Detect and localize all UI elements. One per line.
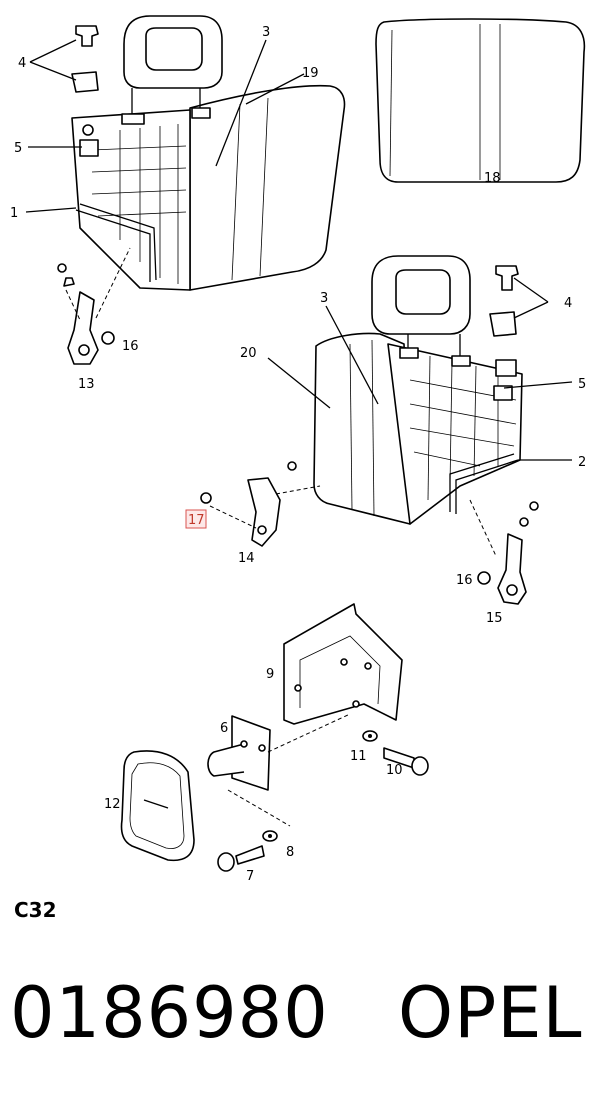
mounting-bracket-9: [283, 603, 403, 725]
callout-14: 14: [238, 551, 255, 566]
callout-18: 18: [484, 171, 501, 186]
callout-4a: 4: [18, 56, 26, 71]
brand-name: OPEL: [398, 972, 583, 1054]
cover-plate-12: [120, 750, 195, 862]
reference-code: C32: [14, 898, 57, 922]
parts-diagram: 1 2 3 3 4 4 5 5 6 7 8 9 10 11 12 13 14 1…: [10, 15, 586, 884]
callout-3a: 3: [262, 25, 270, 40]
callout-9: 9: [266, 667, 274, 682]
loose-cushion-18: [375, 18, 586, 183]
callout-17-highlight: [185, 509, 207, 529]
callout-12: 12: [104, 797, 121, 812]
callout-19: 19: [302, 66, 319, 81]
callout-labels: 1 2 3 3 4 4 5 5 6 7 8 9 10 11 12 13 14 1…: [10, 25, 586, 884]
callout-16a: 16: [122, 339, 139, 354]
callout-7: 7: [246, 869, 254, 884]
left-seat-back-assembly: [71, 15, 346, 291]
leader-lines: [25, 39, 573, 461]
callout-8: 8: [286, 845, 294, 860]
callout-20: 20: [240, 346, 257, 361]
callout-11: 11: [350, 749, 367, 764]
callout-15: 15: [486, 611, 503, 626]
callout-16b: 16: [456, 573, 473, 588]
callout-5a: 5: [14, 141, 22, 156]
callout-17[interactable]: 17: [188, 513, 205, 528]
part-number: 0186980: [10, 972, 329, 1054]
hinge-bracket-15: [469, 499, 539, 605]
tie-down-loop-6: [207, 713, 351, 827]
callout-1: 1: [10, 206, 18, 221]
right-seat-back-assembly: [313, 255, 523, 525]
callout-3b: 3: [320, 291, 328, 306]
hinge-bracket-14: [200, 461, 321, 547]
callout-6: 6: [220, 721, 228, 736]
callout-13: 13: [78, 377, 95, 392]
callout-5b: 5: [578, 377, 586, 392]
callout-10: 10: [386, 763, 403, 778]
callout-4b: 4: [564, 296, 572, 311]
fasteners-lower: [217, 730, 429, 872]
hinge-bracket-13: [57, 247, 131, 365]
callout-2: 2: [578, 455, 586, 470]
